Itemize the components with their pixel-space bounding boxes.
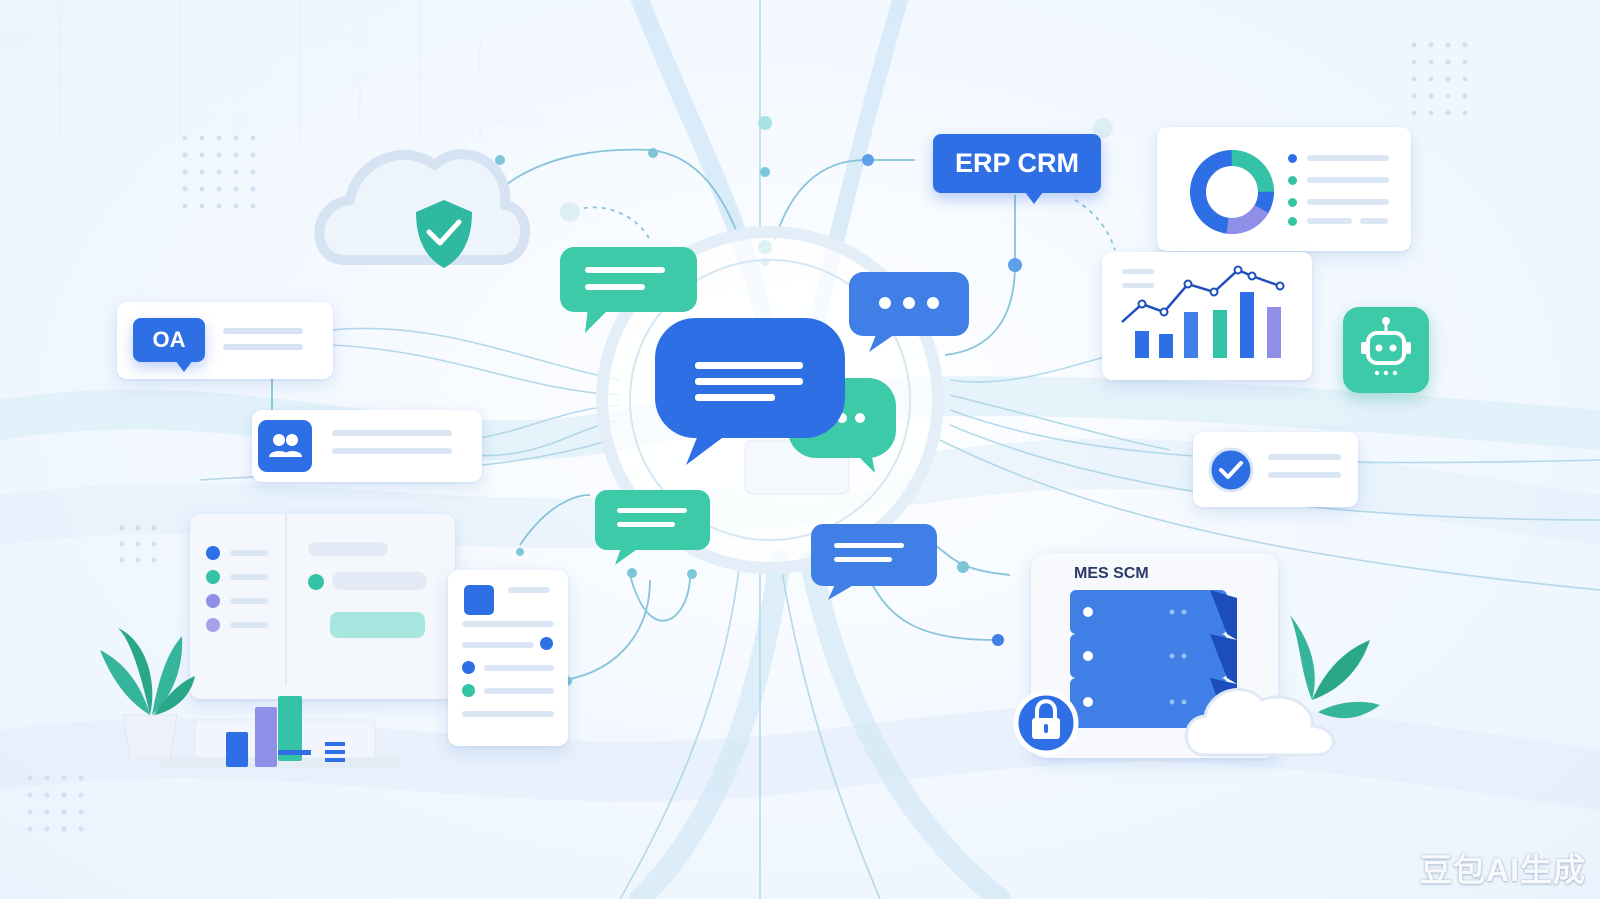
erp-crm-label: ERP CRM <box>954 148 1080 178</box>
dashboard-panel <box>190 514 455 699</box>
background-grid <box>0 0 540 140</box>
users-icon <box>258 420 312 472</box>
oa-label: OA <box>152 327 186 352</box>
plant-icon <box>1290 615 1380 719</box>
lock-icon <box>1013 690 1079 756</box>
trend-chart-card <box>1102 252 1312 380</box>
dot-grids <box>27 42 1468 832</box>
list-item <box>206 594 220 608</box>
oa-badge: OA <box>133 318 205 372</box>
line-bar-chart-icon <box>1121 265 1285 358</box>
chat-bubble-icon <box>849 272 969 352</box>
chat-bubble-icon <box>595 490 710 565</box>
mes-scm-label: MES SCM <box>1074 565 1149 582</box>
chat-bubble-icon <box>560 247 697 333</box>
donut-chart-card <box>1157 127 1411 251</box>
oa-card: OA <box>117 302 333 379</box>
list-item <box>206 618 220 632</box>
watermark: 豆包AI生成 <box>1419 852 1586 888</box>
chat-bubble-icon <box>811 524 937 600</box>
check-circle-icon <box>1208 447 1254 493</box>
list-card <box>448 570 568 746</box>
chat-bubble-icon <box>655 318 845 465</box>
users-card <box>252 410 482 482</box>
donut-chart-icon <box>1190 150 1274 234</box>
check-card <box>1193 432 1358 507</box>
list-item <box>206 570 220 584</box>
robot-icon <box>1343 307 1429 393</box>
list-item <box>206 546 220 560</box>
erp-crm-badge: ERP CRM <box>933 134 1101 204</box>
shield-check-icon <box>416 200 472 268</box>
